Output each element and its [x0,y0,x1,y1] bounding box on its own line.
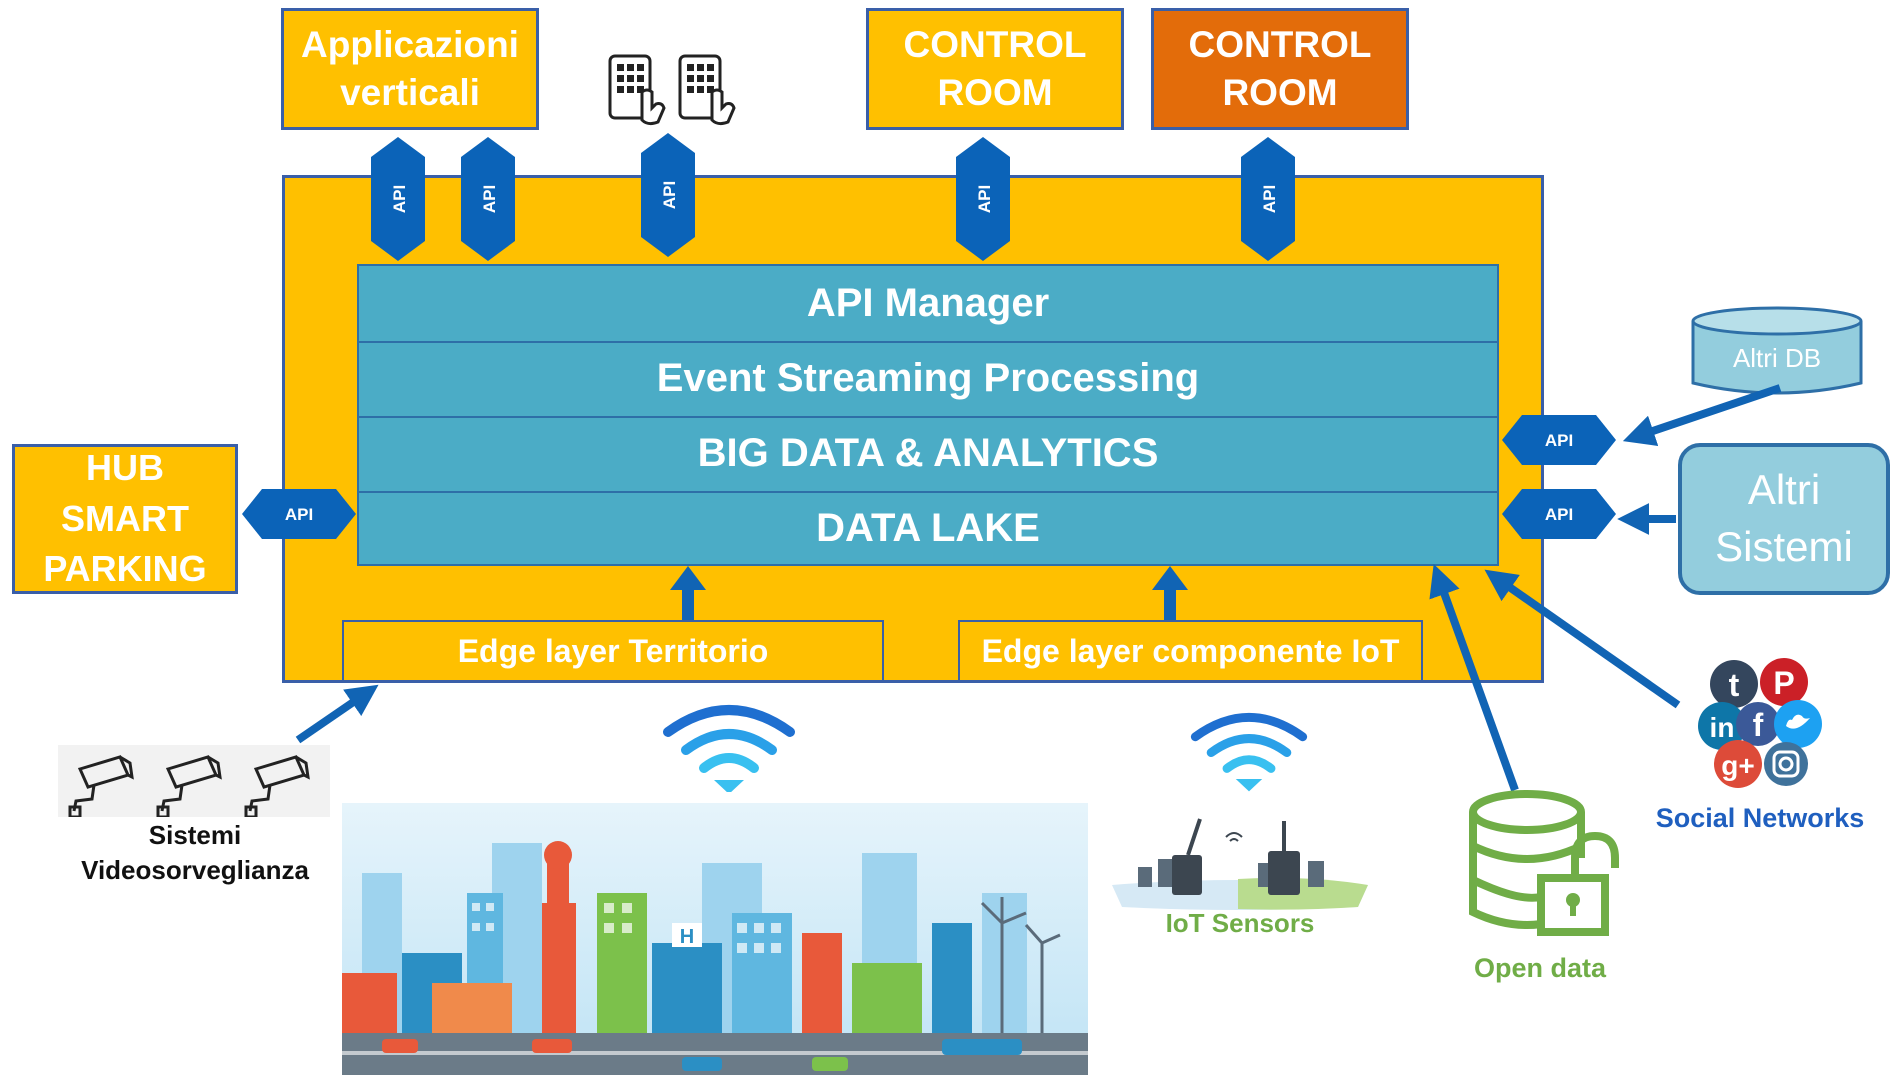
tablet-touch-icon [608,54,736,126]
arrow-videosorveglianza [295,684,379,744]
api-connector: API [1502,415,1616,465]
svg-text:t: t [1729,667,1740,703]
svg-text:f: f [1753,707,1764,743]
api-label: API [1545,431,1573,450]
open-data-icon-group [1465,788,1625,948]
edge-iot-label: Edge layer componente IoT [981,632,1400,669]
event-streaming-layer: Event Streaming Processing [359,341,1497,418]
api-connector: API [242,489,356,539]
api-connector: API [641,133,695,257]
wifi-icon [1190,713,1308,792]
control-room-box-orange: CONTROL ROOM [1151,8,1409,130]
edge-territorio-label: Edge layer Territorio [457,632,769,669]
cctv-camera-icon [68,755,310,819]
api-manager-layer: API Manager [359,266,1497,343]
tablet-icons-panel [602,48,748,128]
api-label: API [285,505,313,524]
api-label: API [975,185,994,213]
altri-sistemi-box: Altri Sistemi [1678,443,1890,595]
svg-text:P: P [1773,665,1794,701]
control-room-box: CONTROL ROOM [866,8,1124,130]
edge-layer-iot: Edge layer componente IoT [958,620,1423,682]
big-data-label: BIG DATA & ANALYTICS [697,431,1159,475]
hub-smart-parking-box: HUB SMART PARKING [12,444,238,594]
data-lake-label: DATA LAKE [816,506,1040,550]
api-label: API [1545,505,1573,524]
svg-text:H: H [680,926,694,948]
svg-text:g+: g+ [1721,750,1754,781]
up-arrow-icon [1152,566,1188,624]
up-arrow-icon [670,566,706,624]
api-connector: API [956,137,1010,261]
altri-db-cylinder: Altri DB [1690,305,1864,399]
data-layer-stack: API Manager Event Streaming Processing B… [357,264,1499,566]
api-connector: API [1502,489,1616,539]
iot-sensor-illustration [1108,815,1372,911]
altri-db-label: Altri DB [1732,343,1822,373]
api-label: API [390,185,409,213]
event-streaming-label: Event Streaming Processing [656,356,1200,400]
social-network-icon: t P in f g+ [1692,654,1830,792]
api-connector: API [461,137,515,261]
applicazioni-verticali-box: Applicazioni verticali [281,8,539,130]
edge-layer-territorio: Edge layer Territorio [342,620,884,682]
padlock-icon [1537,831,1619,936]
cctv-cameras-panel [58,745,330,819]
open-data-caption: Open data [1473,953,1607,983]
api-label: API [660,181,679,209]
api-connector: API [371,137,425,261]
api-label: API [1260,185,1279,213]
city-illustration: H [342,803,1088,1075]
data-lake-layer: DATA LAKE [359,491,1497,566]
api-manager-label: API Manager [806,281,1050,325]
social-networks-caption: Social Networks [1655,803,1865,833]
wifi-icon [663,705,795,792]
iot-sensors-caption: IoT Sensors [1165,908,1315,938]
big-data-layer: BIG DATA & ANALYTICS [359,416,1497,493]
api-connector: API [1241,137,1295,261]
api-label: API [480,185,499,213]
svg-text:in: in [1710,712,1735,743]
videosorveglianza-caption: Sistemi Videosorveglianza [81,820,309,886]
